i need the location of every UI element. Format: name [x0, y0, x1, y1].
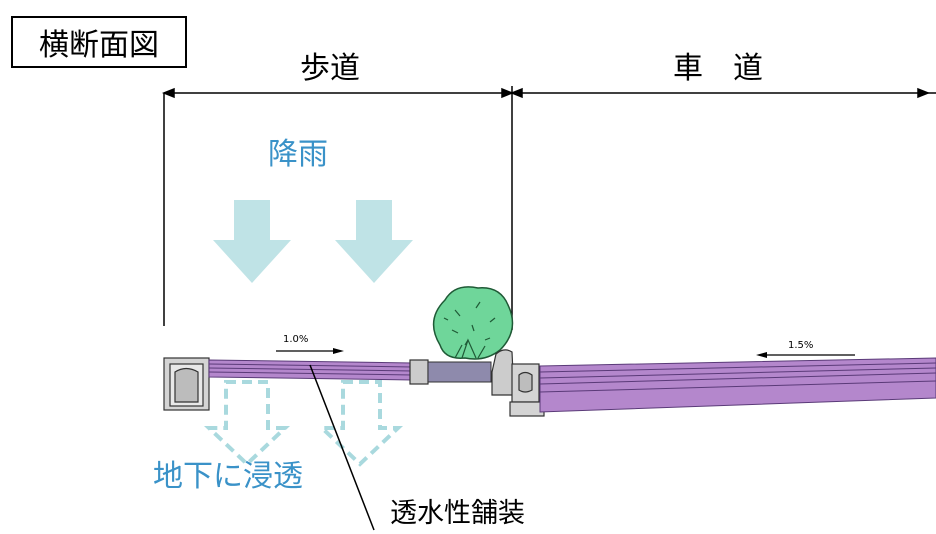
- sidewalk-label: 歩道: [300, 51, 360, 86]
- sidewalk-pavement: [208, 359, 413, 381]
- gutter-block: [163, 357, 210, 411]
- rain-arrow: [335, 200, 413, 283]
- dimension-lines: [161, 86, 936, 330]
- infiltration-arrow: [316, 380, 404, 467]
- roadway-pavement: [539, 357, 936, 413]
- sidewalk-slope-label: 1.0%: [283, 334, 309, 345]
- permeable-pavement-label: 透水性舗装: [390, 498, 525, 529]
- slope-arrow: [276, 348, 344, 354]
- roadway-label: 車 道: [673, 51, 763, 86]
- curb-stone: [409, 359, 429, 385]
- drawing-title: 横断面図: [11, 16, 187, 68]
- rain-arrow: [213, 200, 291, 283]
- roadway-slope-label: 1.5%: [788, 340, 814, 351]
- infiltration-arrow: [203, 380, 291, 467]
- rain-label: 降雨: [268, 137, 328, 172]
- infiltration-label: 地下に浸透: [153, 459, 303, 494]
- leader-line: [309, 364, 375, 531]
- slope-arrow: [756, 352, 855, 358]
- curb-stone: [491, 349, 545, 417]
- planter: [427, 361, 492, 383]
- shrub-icon: [432, 286, 514, 360]
